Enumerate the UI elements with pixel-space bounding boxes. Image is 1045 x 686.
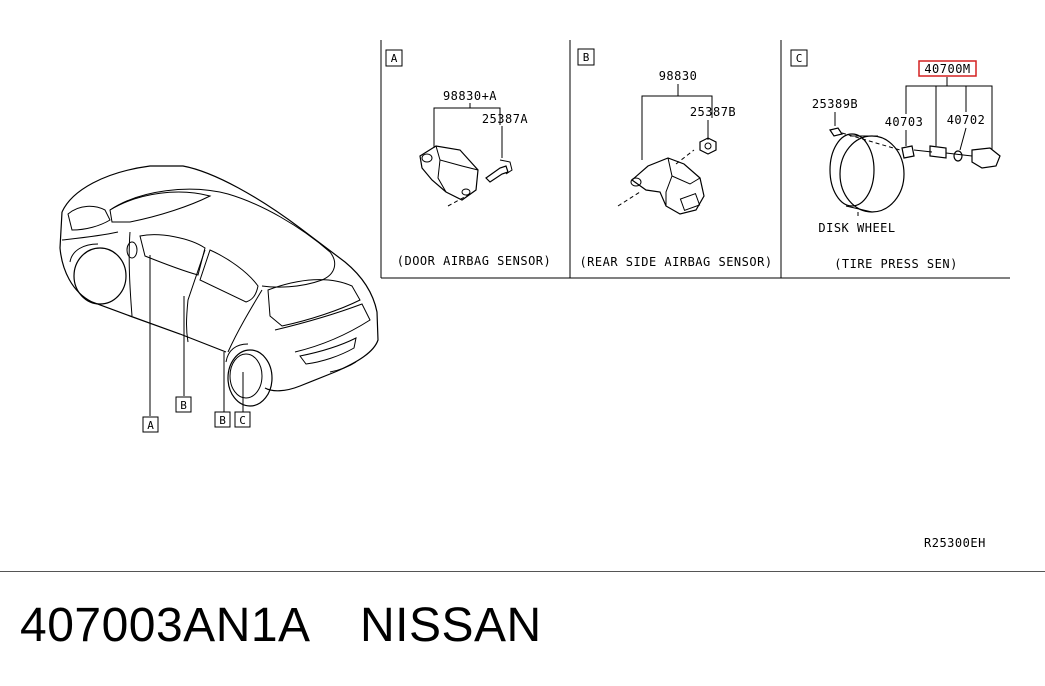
panel-door-airbag-sensor: A 98830+A 25387A — [385, 49, 529, 207]
washer-icon — [953, 150, 963, 162]
part-label-40700m-highlight — [918, 60, 977, 77]
rear-side-airbag-sensor-icon — [631, 157, 705, 215]
tire-pressure-sensor-icon — [971, 147, 1001, 169]
brand-name: NISSAN — [360, 599, 542, 652]
label-disk-wheel: DISK WHEEL — [818, 221, 895, 235]
part-label-25387a: 25387A — [482, 112, 529, 126]
part-label-98830a: 98830+A — [443, 89, 497, 103]
part-label-25389b: 25389B — [812, 97, 858, 111]
callout-b: B — [175, 396, 192, 413]
part-label-40703: 40703 — [885, 115, 924, 129]
part-label-40702: 40702 — [947, 113, 986, 127]
bolt-icon — [485, 165, 509, 183]
part-label-98830: 98830 — [659, 69, 698, 83]
svg-text:B: B — [219, 414, 226, 427]
part-label-40700m: 40700M — [924, 62, 970, 76]
part-label-25387b: 25387B — [690, 105, 736, 119]
callout-a: A — [142, 416, 159, 433]
part-number: 407003AN1A — [20, 599, 311, 652]
panel-b-letter: B — [583, 51, 590, 64]
caption-rear-side-airbag-sensor: (REAR SIDE AIRBAG SENSOR) — [579, 255, 772, 269]
svg-text:C: C — [239, 414, 246, 427]
panel-a-letter: A — [391, 52, 398, 65]
caption-tire-press-sen: (TIRE PRESS SEN) — [834, 257, 958, 271]
valve-cap-icon — [829, 127, 843, 137]
svg-text:B: B — [180, 399, 187, 412]
panel-rear-side-airbag-sensor: B 98830 25387B — [577, 48, 736, 215]
diagram-code: R25300EH — [924, 536, 986, 550]
panel-frames — [380, 40, 1010, 279]
callout-b-rear: B — [214, 411, 231, 428]
caption-door-airbag-sensor: (DOOR AIRBAG SENSOR) — [397, 254, 552, 268]
disk-wheel-icon — [829, 133, 875, 207]
car-illustration — [59, 165, 379, 407]
svg-text:A: A — [147, 419, 154, 432]
divider — [0, 571, 1045, 572]
nut-icon — [699, 137, 717, 155]
callout-c: C — [234, 411, 251, 428]
parts-diagram: A B B C A 98830+A 25387A — [59, 40, 1010, 550]
valve-stem-icon — [901, 145, 915, 159]
panel-tire-pressure-sensor: C 40700M 25389B 40703 40702 — [790, 49, 1001, 216]
panel-c-letter: C — [796, 52, 803, 65]
callout-leaders — [149, 255, 244, 416]
